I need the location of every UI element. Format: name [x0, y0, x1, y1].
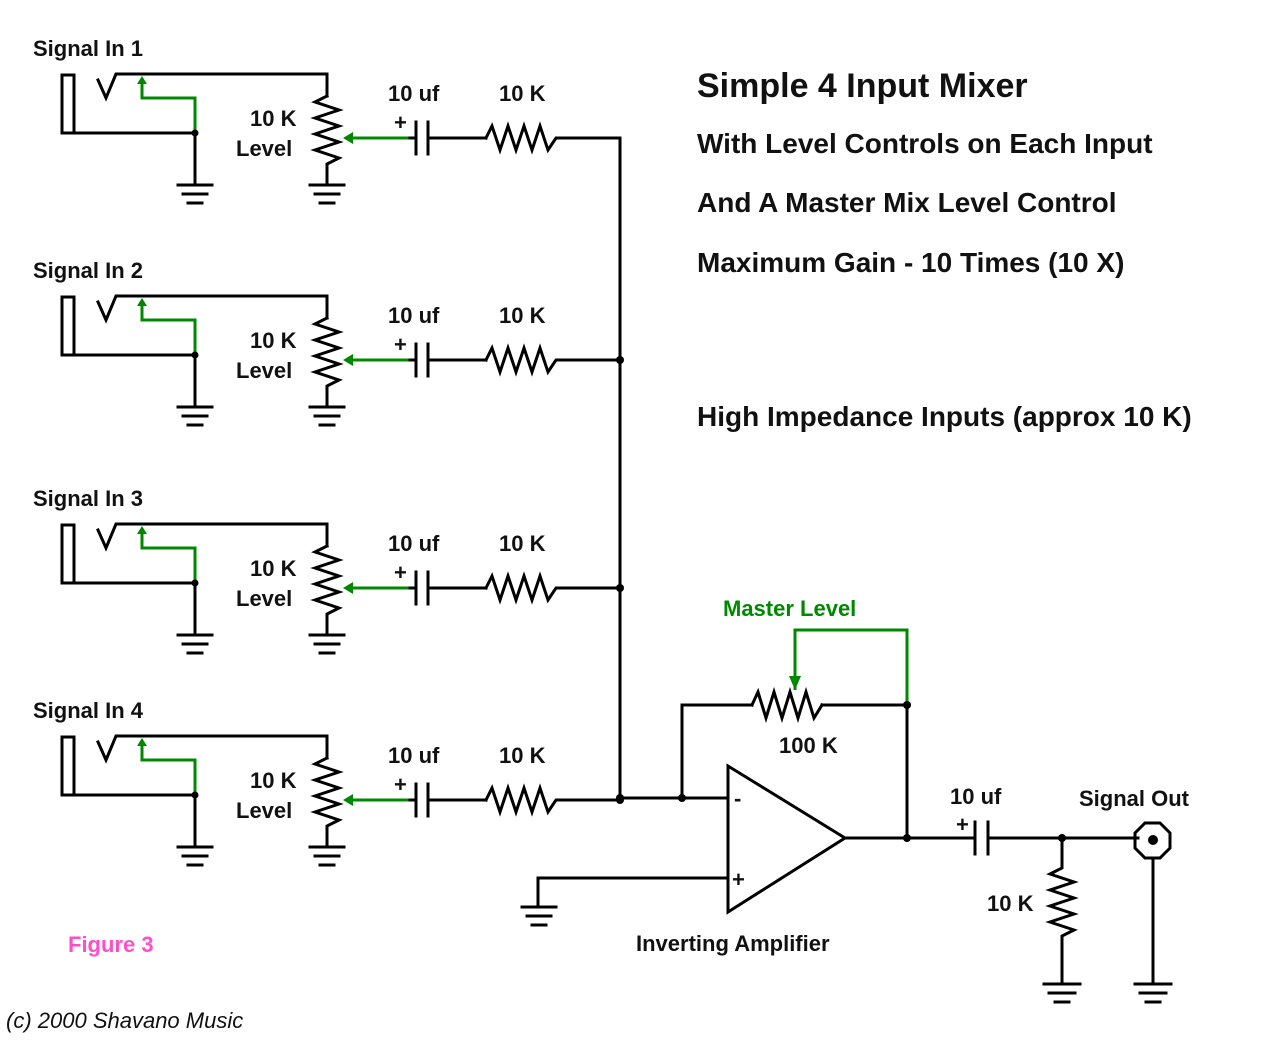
master-pot-value: 100 K [779, 733, 838, 758]
input-jack-icon [60, 523, 76, 585]
amplifier-label: Inverting Amplifier [636, 931, 830, 956]
minus-input-label: - [734, 786, 741, 811]
pot-value: 10 K [250, 556, 297, 581]
plus-input-label: + [732, 867, 745, 892]
input-label: Signal In 4 [33, 698, 144, 723]
cap-value: 10 uf [388, 743, 440, 768]
description-line: High Impedance Inputs (approx 10 K) [697, 401, 1192, 432]
figure-label: Figure 3 [68, 932, 154, 957]
description-line: Maximum Gain - 10 Times (10 X) [697, 247, 1124, 278]
cap-polarity: + [394, 110, 407, 135]
output-jack-icon [1148, 835, 1158, 845]
output-cap-value: 10 uf [950, 784, 1002, 809]
output-resistor-value: 10 K [987, 891, 1034, 916]
resistor-value: 10 K [499, 303, 546, 328]
cap-polarity: + [394, 772, 407, 797]
signal-out-label: Signal Out [1079, 786, 1190, 811]
description-line: And A Master Mix Level Control [697, 187, 1117, 218]
pot-label: Level [236, 136, 292, 161]
input-stage: Signal In 3 10 K Level 10 uf 10 K + [33, 486, 624, 655]
output-section: + [956, 812, 1173, 1004]
pot-label: Level [236, 358, 292, 383]
resistor-value: 10 K [499, 531, 546, 556]
copyright: (c) 2000 Shavano Music [6, 1008, 243, 1033]
description-line: With Level Controls on Each Input [697, 128, 1153, 159]
pot-label: Level [236, 798, 292, 823]
pot-value: 10 K [250, 768, 297, 793]
input-jack-icon [60, 735, 76, 797]
inverting-amplifier: - + [520, 628, 977, 927]
resistor-value: 10 K [499, 743, 546, 768]
cap-value: 10 uf [388, 531, 440, 556]
pot-value: 10 K [250, 328, 297, 353]
pot-label: Level [236, 586, 292, 611]
input-label: Signal In 3 [33, 486, 143, 511]
master-level-label: Master Level [723, 596, 856, 621]
diagram-title: Simple 4 Input Mixer [697, 67, 1028, 105]
input-stage: Signal In 1 10 K Level 10 uf 10 K + [33, 36, 622, 205]
input-stage: Signal In 2 10 K Level 10 uf 10 K + [33, 258, 624, 427]
input-label: Signal In 2 [33, 258, 143, 283]
input-jack-icon [60, 295, 76, 357]
resistor-value: 10 K [499, 81, 546, 106]
input-jack-icon [60, 73, 76, 135]
output-cap-polarity: + [956, 812, 969, 837]
input-label: Signal In 1 [33, 36, 143, 61]
input-stage: Signal In 4 10 K Level 10 uf 10 K + [33, 698, 624, 867]
cap-polarity: + [394, 560, 407, 585]
cap-polarity: + [394, 332, 407, 357]
cap-value: 10 uf [388, 303, 440, 328]
pot-value: 10 K [250, 106, 297, 131]
cap-value: 10 uf [388, 81, 440, 106]
